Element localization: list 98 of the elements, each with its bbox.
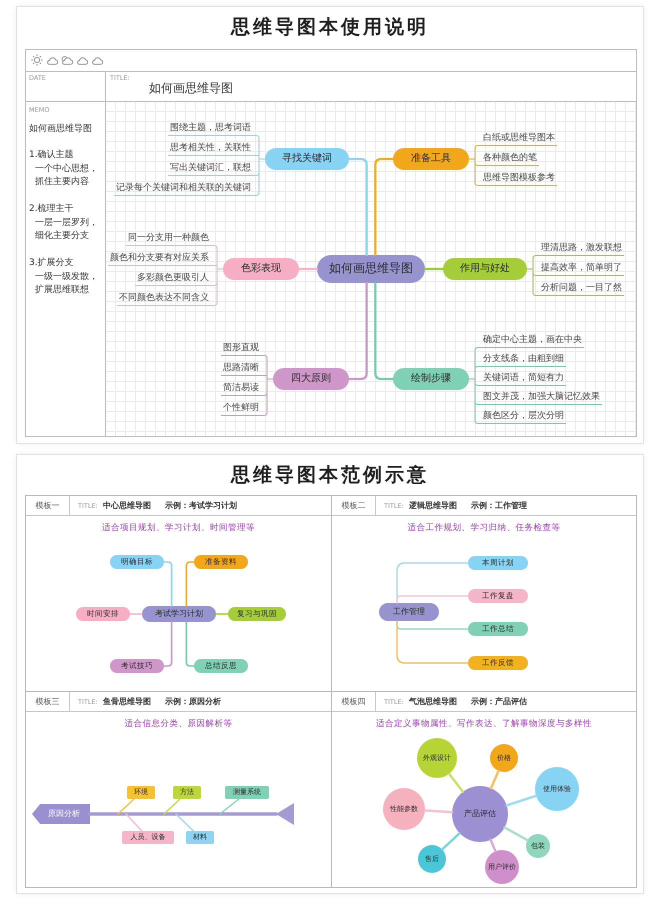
connector-line	[186, 621, 195, 667]
central-topic: 如何画思维导图	[317, 255, 425, 283]
example-text: 示例：原因分析	[164, 696, 221, 707]
fish-spine	[88, 812, 278, 816]
subtopic-text: 记录每个关键词和相关联的关键词	[114, 182, 253, 196]
subtopic-text: 同一分支用一种颜色	[126, 232, 211, 246]
fish-head-label: 原因分析	[32, 804, 90, 824]
page-heading: 思维导图本使用说明	[231, 15, 429, 39]
fish-bone-line	[163, 798, 181, 815]
notebook-page-card	[16, 454, 644, 894]
template-number: 模板四	[332, 692, 376, 711]
fish-bone-line	[117, 798, 135, 815]
subtopic-text: 个性鲜明	[221, 402, 261, 416]
connector-line	[210, 268, 224, 306]
central-topic: 工作管理	[379, 603, 439, 621]
memo-heading: 2.梳理主干	[29, 203, 74, 216]
subtopic-text: 理清思路，激发联想	[539, 242, 624, 256]
central-bubble: 产品评估	[452, 786, 508, 842]
subtopic-text: 颜色和分支要有对应关系	[108, 252, 211, 266]
template-panel	[331, 691, 637, 888]
connector-line	[348, 282, 368, 380]
connector-line	[424, 809, 454, 814]
memo-heading: 3.扩展分支	[29, 257, 74, 270]
subtopic-text: 提高效率，简单明了	[539, 262, 624, 276]
subtopic-text: 简洁易读	[221, 382, 261, 396]
connector-line	[298, 268, 318, 270]
subtopic-text: 思维导图模板参考	[481, 172, 557, 186]
branch-topic: 准备工具	[393, 148, 469, 170]
subtopic-text: 思考相关性，关联性	[168, 142, 253, 156]
subtopic-text: 思路清晰	[221, 362, 261, 376]
memo-text: 一级一级发散，扩展思维联想	[35, 271, 99, 297]
central-topic: 考试学习计划	[142, 606, 216, 622]
connector-line	[448, 772, 464, 793]
subtopic-text: 分析问题，一目了然	[539, 282, 624, 296]
template-title: 气泡思维导图	[408, 696, 457, 707]
subtopic-text: 关键词语，简短有力	[481, 372, 566, 386]
template-number: 模板二	[332, 496, 376, 515]
subtopic-text: 确定中心主题，画在中央	[481, 334, 584, 348]
memo-text: 一个中心思想，抓住主要内容	[35, 163, 99, 189]
template-number: 模板三	[26, 692, 70, 711]
template-title: 鱼骨思维导图	[102, 696, 151, 707]
branch-topic: 四大原则	[273, 368, 349, 390]
memo-text: 如何画思维导图	[29, 123, 92, 136]
branch-topic: 绘制步骤	[393, 368, 469, 390]
subtopic-text: 白纸或思维导图本	[481, 132, 557, 146]
template-panel	[25, 495, 332, 692]
template-title: 中心思维导图	[102, 500, 151, 511]
template-subtitle: 适合信息分类、原因解析等	[124, 718, 232, 730]
example-text: 示例：工作管理	[470, 500, 527, 511]
subtopic-text: 图形直观	[221, 342, 261, 356]
connector-line	[252, 158, 266, 196]
connector-line	[163, 621, 172, 667]
subtopic-text: 不同颜色表达不同含义	[117, 292, 211, 306]
connector-line	[490, 770, 500, 790]
connector-line	[348, 158, 368, 256]
example-text: 示例：产品评估	[470, 696, 527, 707]
fish-bone-line	[219, 798, 240, 815]
title-text: 如何画思维导图	[149, 80, 233, 97]
connector-line	[163, 561, 172, 607]
connector-line	[396, 595, 469, 604]
memo-text: 一层一层罗列，细化主要分支	[35, 217, 99, 243]
example-text: 示例：考试学习计划	[164, 500, 237, 511]
template-title: 逻辑思维导图	[408, 500, 457, 511]
template-subtitle: 适合定义事物属性、写作表达、了解事物深度与多样性	[376, 718, 592, 730]
branch-topic: 色彩表现	[223, 258, 299, 280]
connector-line	[505, 794, 538, 807]
connector-line	[186, 561, 195, 607]
connector-line	[424, 268, 444, 270]
template-subtitle: 适合工作规划、学习归纳、任务检查等	[408, 522, 560, 534]
connector-line	[490, 838, 497, 852]
connector-line	[396, 620, 469, 664]
connector-line	[441, 832, 461, 851]
connector-line	[129, 613, 143, 615]
fish-tail-triangle	[276, 803, 294, 825]
connector-line	[468, 378, 482, 424]
subtopic-text: 多彩颜色更吸引人	[135, 272, 211, 286]
fish-bone-line	[175, 813, 194, 832]
connector-line	[215, 613, 229, 615]
connector-line	[374, 282, 394, 380]
connector-line	[526, 268, 540, 296]
subtopic-text: 分支线条，由粗到细	[481, 353, 566, 367]
template-panel	[331, 495, 637, 692]
subtopic-text: 颜色区分，层次分明	[481, 410, 566, 424]
branch-topic: 寻找关键词	[265, 148, 349, 170]
connector-line	[503, 826, 529, 842]
memo-heading: 1.确认主题	[29, 149, 74, 162]
subtopic-text: 图文并茂，加强大脑记忆效果	[481, 391, 602, 405]
branch-topic: 作用与好处	[443, 258, 527, 280]
fish-bone-line	[125, 813, 143, 832]
template-number: 模板一	[26, 496, 70, 515]
subtopic-text: 各种颜色的笔	[481, 152, 539, 166]
page-heading: 思维导图本范例示意	[231, 463, 429, 487]
template-panel	[25, 691, 332, 888]
template-subtitle: 适合项目规划、学习计划、时间管理等	[102, 522, 255, 534]
connector-line	[260, 378, 274, 416]
connector-line	[468, 158, 482, 186]
subtopic-text: 围绕主题，思考词语	[168, 122, 253, 136]
subtopic-text: 写出关键词汇，联想	[168, 162, 253, 176]
